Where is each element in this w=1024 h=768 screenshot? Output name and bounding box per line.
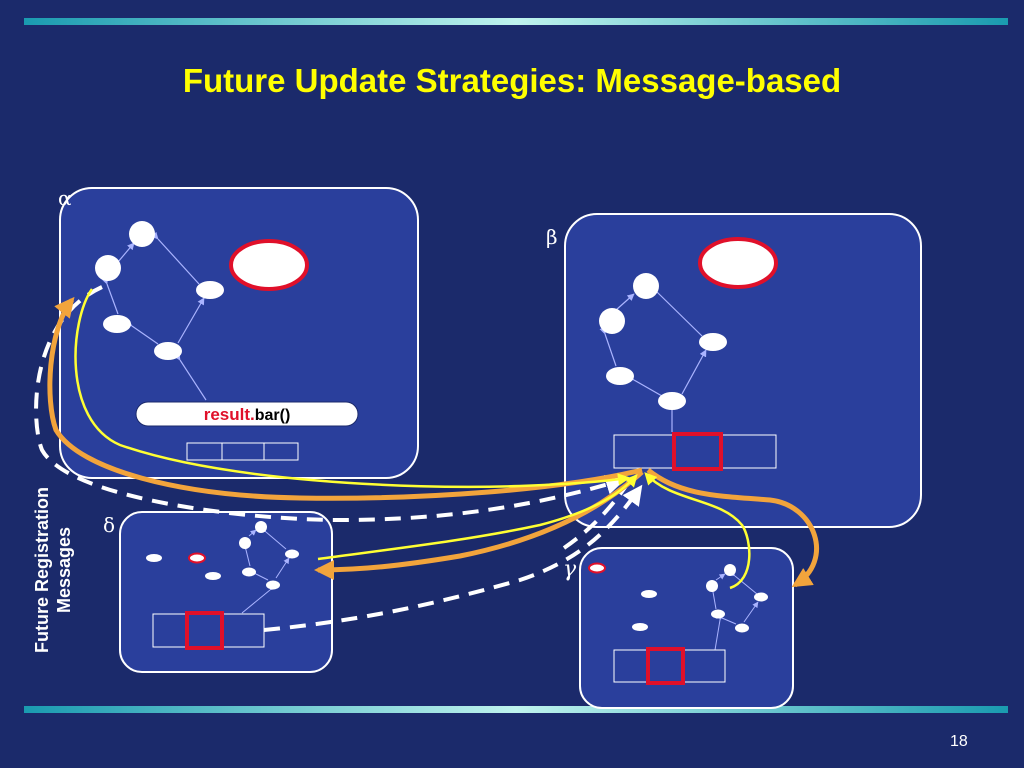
panel-gamma — [579, 547, 794, 709]
beta-node — [606, 367, 634, 385]
page-number: 18 — [950, 733, 968, 750]
gamma-node — [735, 623, 749, 633]
alpha-node — [196, 281, 224, 299]
beta-node — [599, 308, 625, 334]
beta-node — [633, 273, 659, 299]
gamma-label: γ — [563, 557, 577, 582]
gamma-node — [706, 580, 718, 592]
result-call-box — [135, 401, 359, 427]
update-arrow-to-alpha — [47, 296, 643, 501]
registration-dashed-alpha — [34, 285, 626, 523]
update-yellow-gamma — [644, 472, 751, 590]
gamma-node — [632, 623, 648, 631]
beta-node — [699, 333, 727, 351]
gamma-object-graph — [709, 570, 759, 651]
delta-node — [146, 554, 162, 562]
gamma-node — [724, 564, 736, 576]
delta-node — [205, 572, 221, 580]
delta-result-object — [188, 552, 206, 564]
delta-queue-highlight — [185, 611, 224, 650]
alpha-result-object — [229, 239, 309, 291]
alpha-label: α — [58, 186, 72, 210]
slide-title: Future Update Strategies: Message-based — [182, 62, 842, 99]
future-registration-messages-label: Future Registration Messages — [31, 450, 75, 690]
gamma-result-object — [588, 562, 606, 574]
alpha-node — [95, 255, 121, 281]
beta-node — [658, 392, 686, 410]
gamma-node — [711, 609, 725, 619]
delta-node — [242, 567, 256, 577]
side-label-line-1: Future Registration — [32, 487, 52, 654]
result-object-text: result. — [204, 405, 255, 424]
delta-node — [239, 537, 251, 549]
result-method-text: bar() — [255, 407, 291, 424]
panel-delta — [119, 511, 333, 673]
gamma-node — [754, 592, 768, 602]
update-yellow-delta — [317, 474, 638, 561]
gamma-node — [641, 590, 657, 598]
panel-alpha — [59, 187, 419, 479]
alpha-message-queue — [186, 442, 299, 461]
alpha-node — [103, 315, 131, 333]
beta-label: β — [546, 225, 558, 249]
alpha-node — [129, 221, 155, 247]
alpha-node — [154, 342, 182, 360]
delta-node — [255, 521, 267, 533]
gamma-queue-highlight — [646, 647, 685, 685]
result-call-label: result.bar() — [204, 405, 291, 424]
update-arrow-to-gamma — [646, 468, 820, 588]
beta-queue-highlight — [672, 432, 723, 471]
delta-object-graph — [241, 526, 290, 614]
update-yellow-alpha — [74, 288, 631, 489]
top-divider-bar — [24, 18, 1008, 25]
side-label-line-2: Messages — [54, 526, 74, 614]
delta-label: δ — [103, 513, 115, 537]
delta-node — [285, 549, 299, 559]
delta-node — [266, 580, 280, 590]
registration-dashed-delta — [263, 484, 643, 632]
beta-result-object — [698, 237, 778, 289]
alpha-object-graph — [101, 231, 207, 401]
beta-object-graph — [599, 284, 707, 432]
bottom-divider-bar — [24, 706, 1008, 713]
